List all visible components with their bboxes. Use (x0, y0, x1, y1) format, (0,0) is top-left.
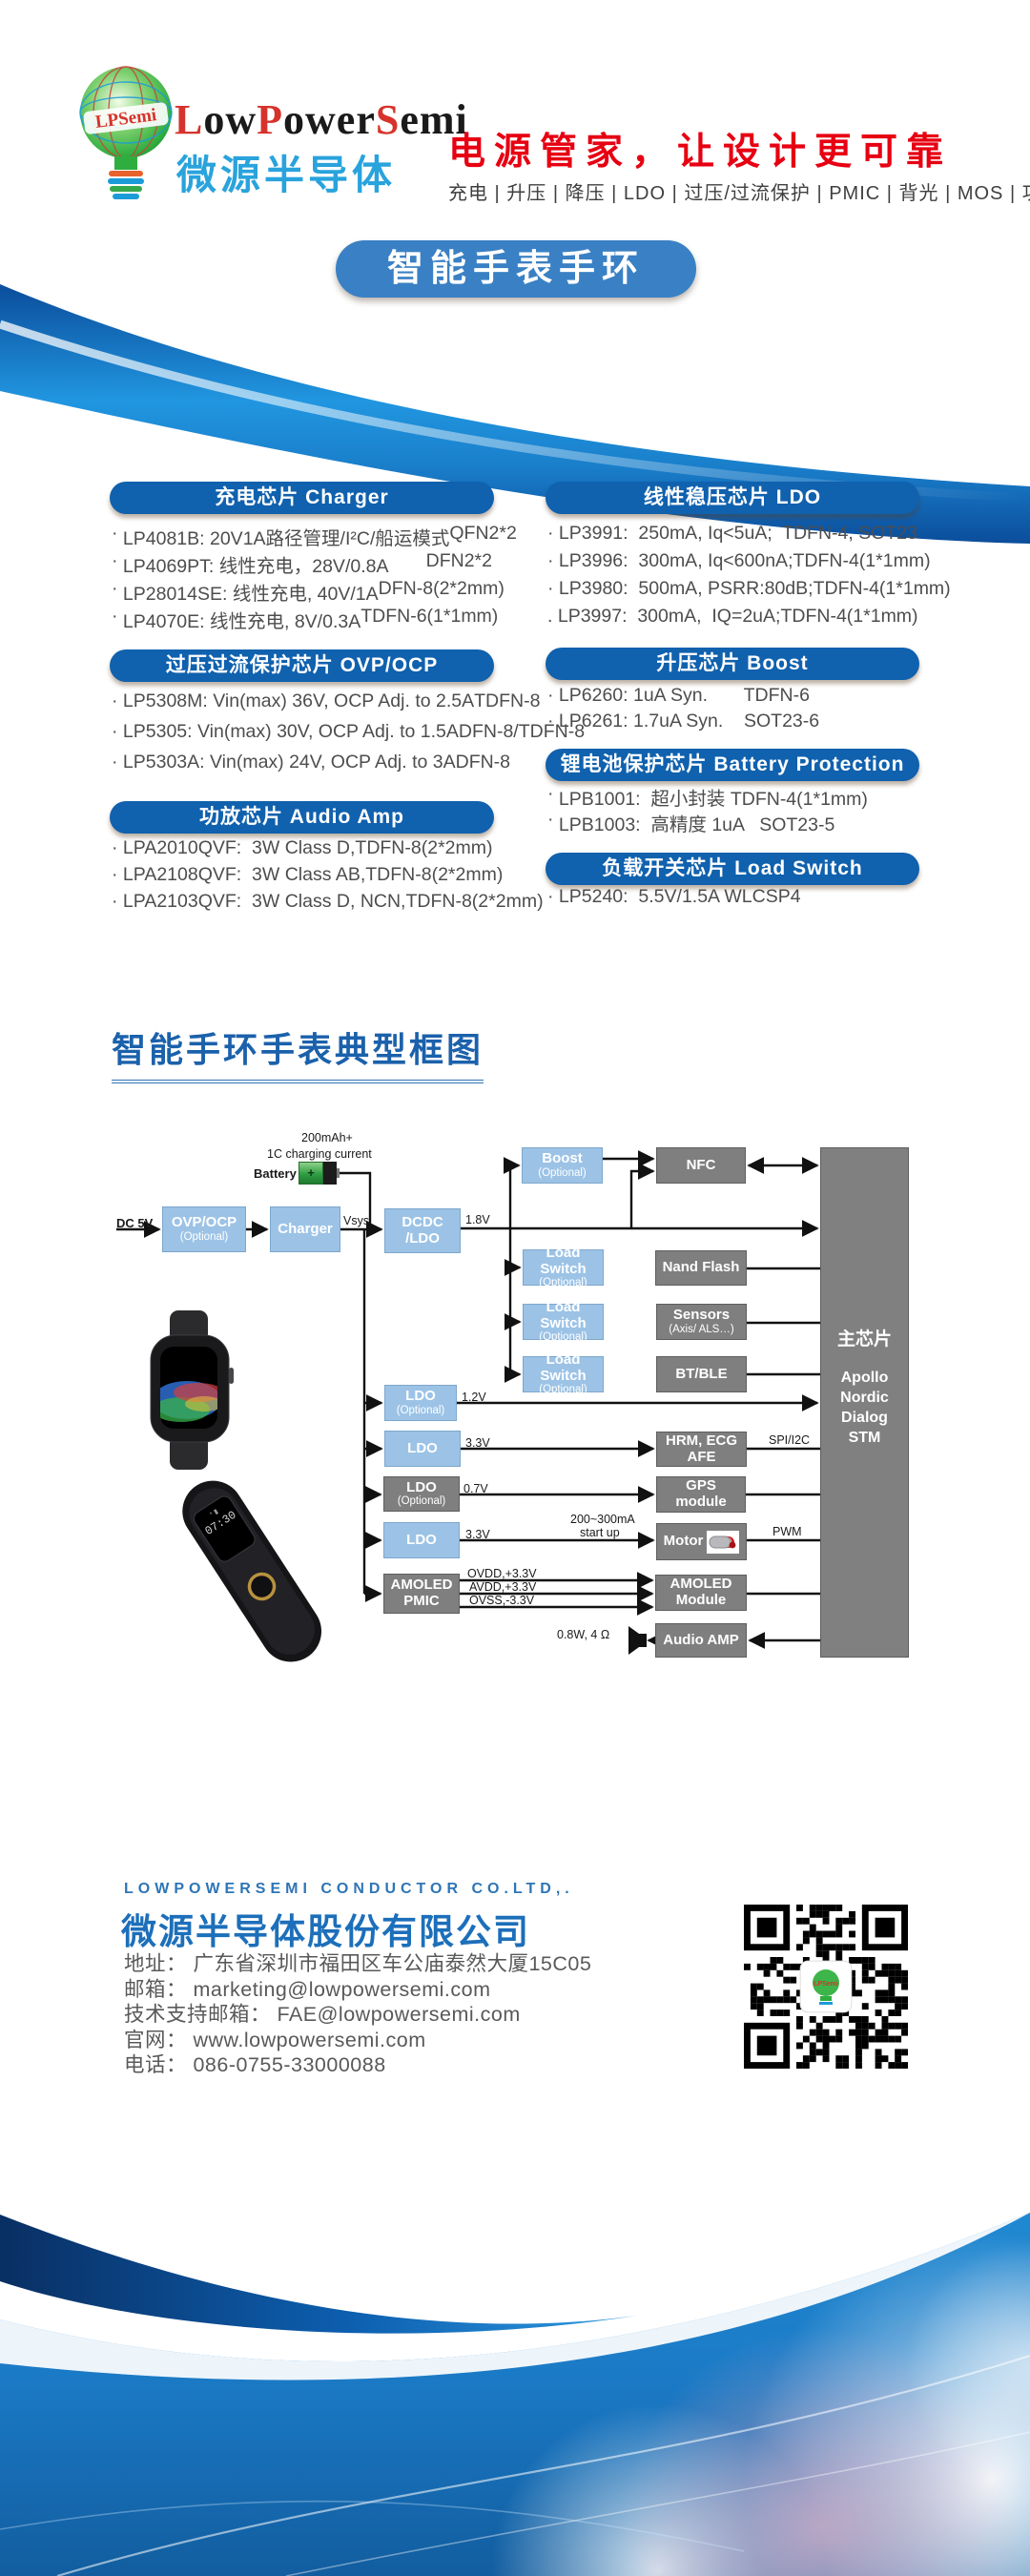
product-item: . LP3997: 300mA, IQ=2uA;TDFN-4(1*1mm) (547, 606, 918, 627)
diagram-box-ls3: Load Switch(Optional) (523, 1351, 604, 1395)
product-item: · LP5308M: Vin(max) 36V, OCP Adj. to 2.5… (112, 690, 541, 711)
diagram-box-ls1: Load Switch(Optional) (523, 1245, 604, 1288)
diagram-box-nand: Nand Flash (655, 1250, 747, 1286)
footer-wave-art (0, 2213, 1030, 2576)
footer-company-name: 微源半导体股份有限公司 (121, 1912, 530, 1951)
footer-contact-line: 技术支持邮箱： FAE@lowpowersemi.com (124, 2003, 521, 2026)
product-item: · LP6260: 1uA Syn. TDFN-6 (547, 685, 810, 706)
diagram-label: 1.2V (462, 1391, 486, 1404)
diagram-box-boost: Boost(Optional) (522, 1147, 603, 1184)
footer-contact-line: 地址： 广东省深圳市福田区车公庙泰然大厦15C05 (124, 1952, 592, 1975)
diagram-box-motor: Motor (656, 1523, 747, 1560)
diagram-box-btble: BT/BLE (656, 1356, 747, 1392)
brand-name-en: LowPowerSemi (175, 96, 468, 143)
section-header: 充电芯片 Charger (110, 482, 494, 514)
product-item: · LPA2010QVF: 3W Class D,TDFN-8(2*2mm) (112, 837, 493, 858)
diagram-wires (116, 1150, 820, 1655)
diagram-label: 3.3V (465, 1436, 490, 1450)
diagram-label: start up (580, 1526, 620, 1539)
product-item: · LP3980: 500mA, PSRR:80dB;TDFN-4(1*1mm) (547, 578, 951, 599)
diagram-label: PWM (772, 1525, 802, 1538)
diagram-label: 1.8V (465, 1213, 490, 1226)
brand-name-cn: 微源半导体 (176, 153, 397, 197)
diagram-box-ldo2: LDO (384, 1431, 461, 1467)
svg-text:LPSemi: LPSemi (814, 1981, 838, 1988)
section-header: 线性稳压芯片 LDO (546, 482, 919, 514)
section-header: 过压过流保护芯片 OVP/OCP (110, 649, 494, 682)
product-item: · LP6261: 1.7uA Syn. SOT23-6 (547, 711, 820, 732)
diagram-box-ldo1: LDO(Optional) (384, 1385, 457, 1421)
footer-contact-line: 邮箱： marketing@lowpowersemi.com (124, 1977, 491, 2001)
diagram-box-sensors: Sensors(Axis/ ALS…) (656, 1304, 747, 1340)
smartwatch-image (150, 1310, 234, 1470)
section-header: 升压芯片 Boost (546, 648, 919, 680)
block-diagram: + OVP/OCP(Optional) Charger DCDC/LDO Boost(… (114, 1125, 916, 1712)
speaker-icon (628, 1626, 647, 1655)
footer-contact-line: 电话： 086-0755-33000088 (124, 2053, 386, 2076)
section-header: 负载开关芯片 Load Switch (546, 853, 919, 885)
diagram-box-ls2: Load Switch(Optional) (523, 1299, 604, 1343)
diagram-box-audio: Audio AMP (655, 1623, 747, 1658)
diagram-box-dcdc: DCDC/LDO (384, 1208, 461, 1253)
diagram-label: 200~300mA (570, 1513, 635, 1526)
footer-contact-line: 官网： www.lowpowersemi.com (124, 2028, 426, 2051)
diagram-label: 3.3V (465, 1528, 490, 1541)
product-item: · LP3991: 250mA, Iq<5uA;TDFN-4, SOT23 (547, 523, 917, 544)
product-categories-line: 充电 | 升压 | 降压 | LDO | 过压/过流保护 | PMIC | 背光… (448, 183, 1030, 204)
page-title-banner: 智能手表手环 (336, 240, 696, 298)
section-header: 锂电池保护芯片 Battery Protection (546, 749, 919, 781)
diagram-label: 0.8W, 4 Ω (557, 1628, 610, 1641)
diagram-box-ovp: OVP/OCP(Optional) (162, 1206, 246, 1252)
diagram-box-charger: Charger (270, 1206, 340, 1252)
motor-icon (707, 1530, 740, 1554)
brand-slogan: 电源管家，让设计更可靠 (448, 132, 953, 173)
diagram-label: AVDD,+3.3V (469, 1580, 537, 1594)
diagram-label: SPI/I2C (769, 1433, 811, 1447)
diagram-label: Battery (254, 1166, 297, 1181)
diagram-label: 200mAh+ (301, 1131, 353, 1144)
diagram-label: 1C charging current (267, 1147, 372, 1161)
product-item: · LP5240: 5.5V/1.5A WLCSP4 (547, 886, 801, 907)
diagram-label: DC 5V (116, 1216, 154, 1230)
diagram-title: 智能手环手表典型框图 (112, 1022, 484, 1083)
section-header: 功放芯片 Audio Amp (110, 801, 494, 834)
diagram-box-ldo3: LDO(Optional) (383, 1476, 460, 1512)
battery-icon: + (299, 1162, 340, 1185)
product-item: · LPA2103QVF: 3W Class D, NCN,TDFN-8(2*2… (112, 891, 544, 912)
company-logo-bulb-icon: LPSemi (79, 66, 173, 199)
product-item: · LPB1003: 高精度 1uA SOT23-5 (547, 809, 835, 835)
svg-text:* ▮: * ▮ (209, 1508, 219, 1518)
diagram-label: 0.7V (464, 1482, 488, 1495)
fitness-band-image: 07:30 * ▮ (182, 1480, 322, 1662)
qr-code: LPSemi (744, 1905, 908, 2069)
product-item: · LP3996: 300mA, Iq<600nA;TDFN-4(1*1mm) (547, 550, 931, 571)
diagram-label: Vsys (343, 1214, 370, 1227)
product-item: · LPA2108QVF: 3W Class AB,TDFN-8(2*2mm) (112, 864, 504, 885)
product-item: · LP5305: Vin(max) 30V, OCP Adj. to 1.5A… (112, 721, 586, 742)
diagram-label: OVDD,+3.3V (467, 1567, 537, 1580)
footer-company-caps: LOWPOWERSEMI CONDUCTOR CO.LTD,. (124, 1881, 574, 1897)
diagram-box-nfc: NFC (656, 1147, 746, 1184)
product-item: · LPB1001: 超小封装 TDFN-4(1*1mm) (547, 783, 868, 810)
diagram-label: OVSS,-3.3V (469, 1594, 535, 1607)
diagram-box-ldo4: LDO (383, 1522, 460, 1558)
